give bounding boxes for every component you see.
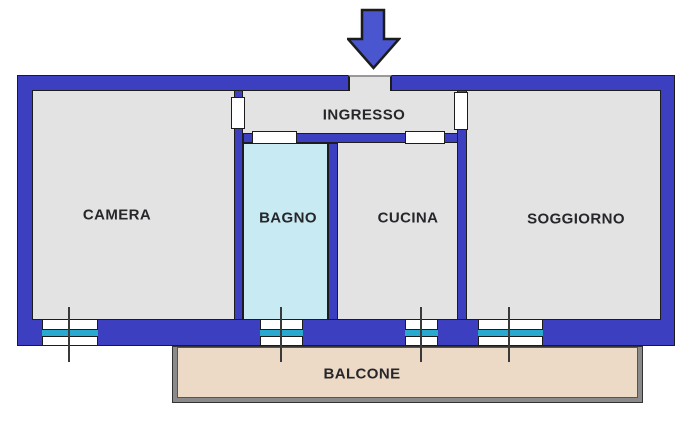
- room-label-soggiorno: SOGGIORNO: [527, 210, 625, 228]
- window-tick: [420, 307, 422, 362]
- window-soggiorno: [478, 319, 543, 346]
- balcony-floor: [177, 347, 638, 398]
- window-glass: [478, 329, 543, 337]
- balcony: [172, 346, 643, 403]
- door-opening-soggiorno: [454, 92, 468, 130]
- wall-bagno-cucina-divider: [328, 143, 338, 320]
- door-opening-cucina: [405, 131, 445, 144]
- window-camera: [42, 319, 98, 346]
- room-label-camera: CAMERA: [82, 206, 152, 224]
- wall-camera-divider: [234, 90, 243, 320]
- room-bagno-floor: [243, 143, 328, 320]
- entrance-arrow-icon: [347, 8, 401, 70]
- window-glass: [42, 329, 98, 337]
- window-tick: [280, 307, 282, 362]
- interior-floor: [32, 90, 661, 320]
- window-tick: [508, 307, 510, 362]
- room-label-balcone: BALCONE: [323, 365, 401, 383]
- door-opening-camera: [231, 97, 245, 129]
- room-label-cucina: CUCINA: [377, 209, 439, 227]
- entrance-opening: [348, 75, 392, 91]
- door-opening-bagno: [252, 131, 297, 144]
- room-label-ingresso: INGRESSO: [322, 106, 406, 124]
- window-tick: [68, 307, 70, 362]
- wall-soggiorno-divider: [457, 90, 467, 320]
- room-label-bagno: BAGNO: [259, 209, 317, 227]
